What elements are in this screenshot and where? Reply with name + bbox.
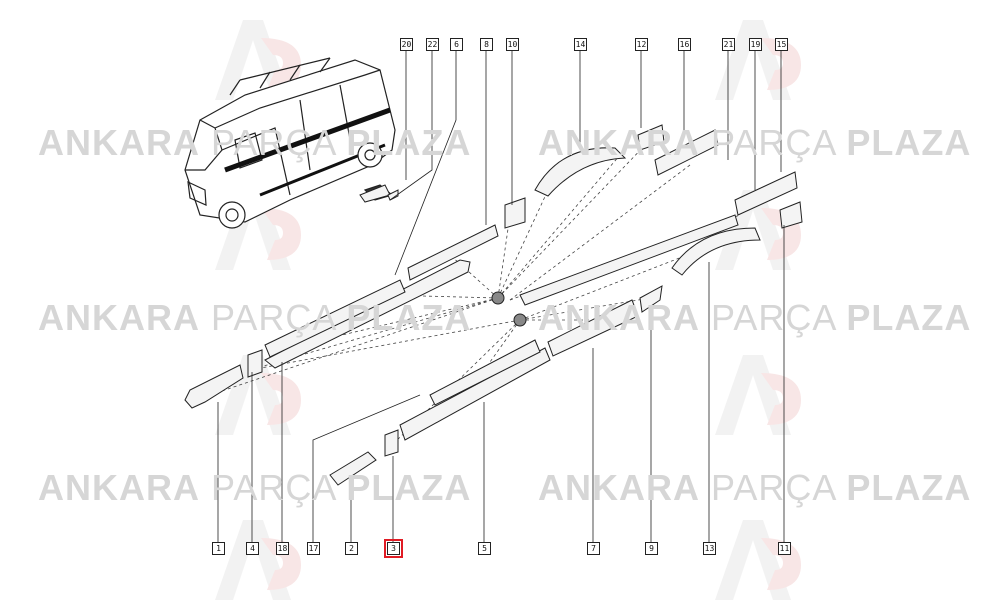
callout-label[interactable]: 4 [246, 542, 259, 555]
part-6-sill-front [264, 279, 406, 358]
part-18-long-sill [264, 259, 471, 369]
watermark-logo [215, 20, 801, 600]
parts [184, 124, 803, 486]
part-7-panel [547, 299, 639, 357]
callout-label[interactable]: 9 [645, 542, 658, 555]
part-1-sill-end [184, 364, 244, 409]
callout-label[interactable]: 16 [678, 38, 691, 51]
watermark-word: PARÇA [711, 297, 836, 338]
part-5-long-strip [399, 347, 551, 441]
part-21-side-long [519, 214, 739, 306]
callout-label[interactable]: 8 [480, 38, 493, 51]
part-13-rear-arch [671, 227, 761, 276]
callout-stems [217, 48, 785, 543]
callout-label[interactable]: 21 [722, 38, 735, 51]
watermark-text: ANKARA PARÇA PLAZA [538, 122, 971, 164]
watermark-word: ANKARA [538, 297, 700, 338]
watermark-word: PARÇA [211, 297, 336, 338]
watermark-word: ANKARA [38, 122, 200, 163]
part-15-rear-panel [779, 201, 803, 229]
callout-label[interactable]: 7 [587, 542, 600, 555]
part-19-rear-strip [734, 171, 798, 216]
watermark-word: ANKARA [38, 297, 200, 338]
watermark-word: PLAZA [346, 297, 472, 338]
watermark-word: PARÇA [711, 122, 836, 163]
watermark-word: ANKARA [538, 467, 700, 508]
watermark-text: ANKARA PARÇA PLAZA [38, 122, 471, 164]
watermark-word: PLAZA [346, 122, 472, 163]
callout-label[interactable]: 20 [400, 38, 413, 51]
watermark-word: PLAZA [846, 297, 972, 338]
callout-label-selected[interactable]: 3 [384, 539, 403, 558]
watermark-word: PLAZA [346, 467, 472, 508]
callout-label[interactable]: 10 [506, 38, 519, 51]
part-12-badge [637, 124, 665, 151]
callout-label[interactable]: 12 [635, 38, 648, 51]
watermark-word: PARÇA [711, 467, 836, 508]
callout-label[interactable]: 2 [345, 542, 358, 555]
part-9-trim [639, 285, 663, 313]
part-22-screw [387, 189, 399, 201]
part-16-panel [654, 129, 719, 176]
hub-bottom [513, 313, 527, 327]
watermark-word: PARÇA [211, 467, 336, 508]
watermark-word: PLAZA [846, 467, 972, 508]
callout-label[interactable]: 15 [775, 38, 788, 51]
watermark-word: PARÇA [211, 122, 336, 163]
watermark-text: ANKARA PARÇA PLAZA [538, 297, 971, 339]
callout-label[interactable]: 14 [574, 38, 587, 51]
watermark-text: ANKARA PARÇA PLAZA [38, 467, 471, 509]
callout-label[interactable]: 11 [778, 542, 791, 555]
callout-label[interactable]: 5 [478, 542, 491, 555]
callout-label[interactable]: 18 [276, 542, 289, 555]
callout-label[interactable]: 17 [307, 542, 320, 555]
watermark-word: ANKARA [538, 122, 700, 163]
part-10-clip [504, 197, 526, 229]
part-3-clip [384, 429, 399, 457]
callout-label[interactable]: 6 [450, 38, 463, 51]
callout-label[interactable]: 1 [212, 542, 225, 555]
callout-label[interactable]: 19 [749, 38, 762, 51]
part-14-wheel-arch [534, 147, 627, 197]
part-2-front-strip [329, 451, 377, 486]
watermark-word: PLAZA [846, 122, 972, 163]
callout-label[interactable]: 22 [426, 38, 439, 51]
part-4-bracket [247, 349, 263, 378]
part-8-sill-mid [407, 224, 499, 281]
watermark-text: ANKARA PARÇA PLAZA [38, 297, 471, 339]
watermark-text: ANKARA PARÇA PLAZA [538, 467, 971, 509]
hub-top [491, 291, 505, 305]
callout-label[interactable]: 13 [703, 542, 716, 555]
watermark-word: ANKARA [38, 467, 200, 508]
part-17-strip [429, 339, 541, 406]
